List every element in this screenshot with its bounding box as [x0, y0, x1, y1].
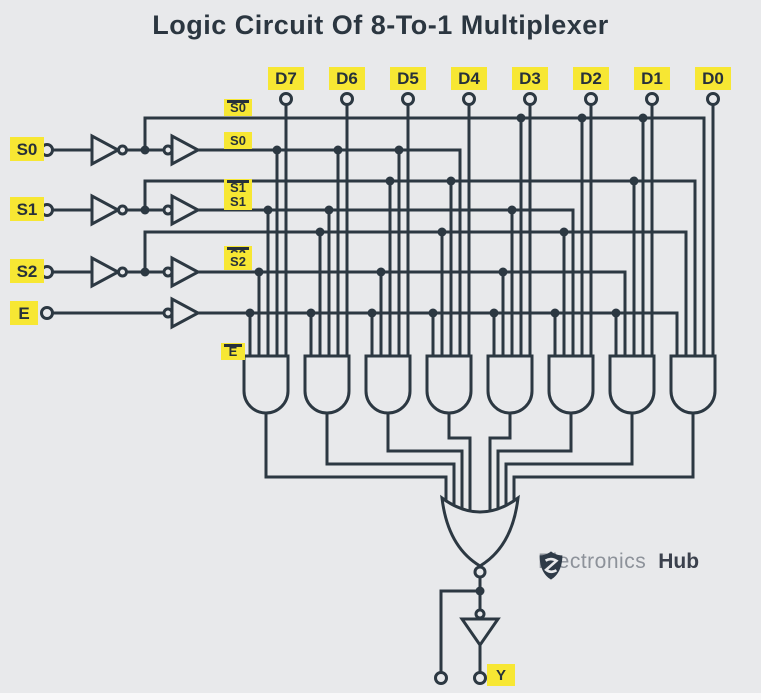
output-inverter — [459, 608, 501, 648]
terminals — [40, 92, 720, 685]
label-s2-line: S2 — [224, 253, 252, 270]
inverter-triangle — [459, 617, 501, 648]
or-gate — [440, 494, 520, 579]
and-gate-d6 — [303, 354, 351, 415]
shield-icon — [539, 551, 563, 580]
not-gate-s1-first — [90, 193, 122, 227]
and-gates — [242, 354, 717, 415]
label-y: Y — [487, 664, 515, 686]
label-d3: D3 — [512, 67, 548, 90]
terminal-d7 — [279, 92, 293, 106]
logo-text-bold: Hub — [658, 550, 700, 573]
and-gate-d7 — [242, 354, 290, 415]
terminal-d3 — [523, 92, 537, 106]
label-d2: D2 — [573, 67, 609, 90]
inverter-bubble — [474, 608, 486, 620]
diagram-title: Logic Circuit Of 8-To-1 Multiplexer — [152, 10, 609, 40]
terminal-d5 — [401, 92, 415, 106]
and-gate-d1 — [608, 354, 656, 415]
terminal-d1 — [645, 92, 659, 106]
label-s1-bar: S1 — [224, 179, 252, 196]
not-gate-s1-second — [170, 193, 202, 227]
label-e-input: E — [10, 301, 38, 325]
not-gate-enable — [170, 296, 202, 330]
label-d6: D6 — [329, 67, 365, 90]
and-gate-d0 — [669, 354, 717, 415]
label-s1-line: S1 — [224, 193, 252, 210]
label-e-bar: E — [221, 343, 245, 360]
label-d4: D4 — [451, 67, 487, 90]
and-gate-d2 — [547, 354, 595, 415]
and-gate-d5 — [364, 354, 412, 415]
not-gate-s2-second — [170, 255, 202, 289]
gate-input-taps — [248, 118, 645, 356]
terminal-y-bar — [434, 671, 448, 685]
output-routing — [264, 413, 695, 512]
label-s0-line: S0 — [224, 132, 252, 149]
label-s2-input: S2 — [10, 259, 44, 283]
electronics-hub-logo: Electronics Hub — [538, 550, 700, 580]
terminal-d4 — [462, 92, 476, 106]
terminal-y — [473, 671, 487, 685]
label-d1: D1 — [634, 67, 670, 90]
not-gate-s0-second — [170, 133, 202, 167]
junction-dots — [140, 113, 648, 596]
not-gate-s0-first — [90, 133, 122, 167]
not-gate-s2-first — [90, 255, 122, 289]
wires — [52, 104, 715, 672]
data-input-lines — [284, 104, 715, 356]
and-gate-d3 — [486, 354, 534, 415]
and-gate-d4 — [425, 354, 473, 415]
label-d7: D7 — [268, 67, 304, 90]
label-d0: D0 — [695, 67, 731, 90]
terminal-e — [40, 306, 54, 320]
terminal-d0 — [706, 92, 720, 106]
terminal-d2 — [584, 92, 598, 106]
label-s0-bar: S0 — [224, 99, 252, 116]
logo-text: Electronics — [538, 550, 647, 573]
label-d5: D5 — [390, 67, 426, 90]
terminal-d6 — [340, 92, 354, 106]
label-s1-input: S1 — [10, 197, 44, 221]
not-gates — [90, 133, 202, 330]
select-lines — [52, 116, 706, 356]
bottom-edge — [0, 693, 761, 700]
or-output-bubble — [473, 565, 487, 579]
label-s0-input: S0 — [10, 137, 44, 161]
gates — [90, 133, 717, 648]
